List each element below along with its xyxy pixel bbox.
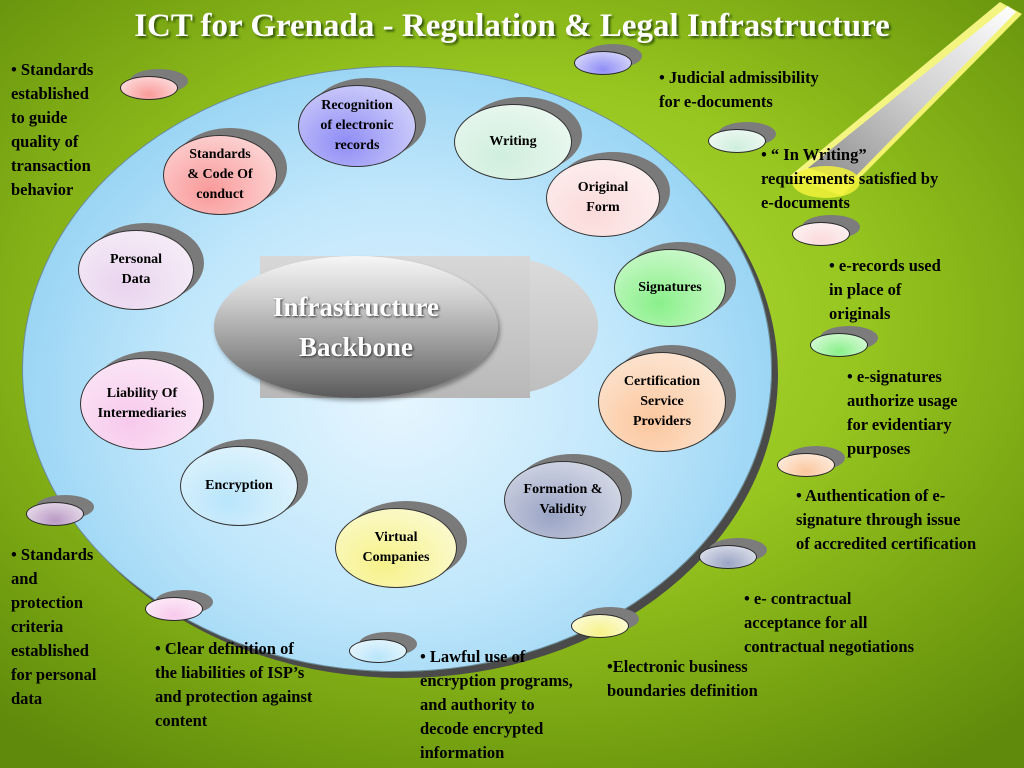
page-title: ICT for Grenada - Regulation & Legal Inf…: [134, 8, 890, 44]
note-esignatures: • e-signatures authorize usage for evide…: [847, 367, 958, 458]
note-encryption: • Lawful use of encryption programs, and…: [420, 647, 573, 762]
node-writing-label: Writing: [489, 134, 537, 149]
beam-inner: [808, 6, 1016, 182]
note-in-writing: • “ In Writing” requirements satisfied b…: [761, 145, 939, 212]
bullet-pill: [145, 597, 203, 621]
node-personal-data-label: Personal Data: [109, 252, 163, 287]
node-signatures-label: Signatures: [638, 280, 702, 295]
note-boundaries: •Electronic business boundaries definiti…: [607, 657, 758, 700]
note-liabilities: • Clear definition of the liabilities of…: [155, 639, 313, 730]
node-standards-label: Standards & Code Of conduct: [187, 147, 253, 202]
node-virtual: Virtual Companies: [335, 508, 457, 588]
bullet-pill: [571, 614, 629, 638]
infrastructure-backbone: Infrastructure Backbone: [214, 256, 498, 398]
backbone-label: Infrastructure Backbone: [273, 292, 439, 362]
note-erecords: • e-records used in place of originals: [829, 256, 941, 323]
bullet-pill: [792, 222, 850, 246]
node-recognition-label: Recognition of electronic records: [320, 98, 394, 153]
node-standards: Standards & Code Of conduct: [163, 135, 277, 215]
bullet-pill: [777, 453, 835, 477]
note-standards: • Standards established to guide quality…: [11, 60, 94, 199]
note-protection: • Standards and protection criteria esta…: [11, 545, 97, 708]
node-recognition: Recognition of electronic records: [298, 85, 416, 167]
node-encryption: Encryption: [180, 446, 298, 526]
bullet-pill: [349, 639, 407, 663]
node-liability: Liability Of Intermediaries: [80, 358, 204, 450]
bullet-pill: [699, 545, 757, 569]
node-writing: Writing: [454, 104, 572, 180]
bullet-pill: [810, 333, 868, 357]
note-authentication: • Authentication of e- signature through…: [796, 486, 977, 553]
node-personal-data: Personal Data: [78, 230, 194, 310]
bullet-pill: [120, 76, 178, 100]
bullet-pill: [708, 129, 766, 153]
node-original-form-label: Original Form: [577, 180, 629, 215]
bullet-pill: [574, 51, 632, 75]
note-judicial: • Judicial admissibility for e-documents: [659, 68, 819, 111]
node-formation-label: Formation & Validity: [523, 482, 603, 517]
node-formation: Formation & Validity: [504, 461, 622, 539]
node-liability-label: Liability Of Intermediaries: [97, 386, 187, 421]
node-encryption-label: Encryption: [205, 478, 273, 493]
beam-glow: [792, 166, 860, 198]
bullet-pill: [26, 502, 84, 526]
node-original-form: Original Form: [546, 159, 660, 237]
node-virtual-label: Virtual Companies: [362, 530, 430, 565]
node-signatures: Signatures: [614, 249, 726, 327]
node-certification: Certification Service Providers: [598, 352, 726, 452]
node-certification-label: Certification Service Providers: [623, 374, 701, 429]
note-contractual: • e- contractual acceptance for all cont…: [744, 589, 915, 656]
